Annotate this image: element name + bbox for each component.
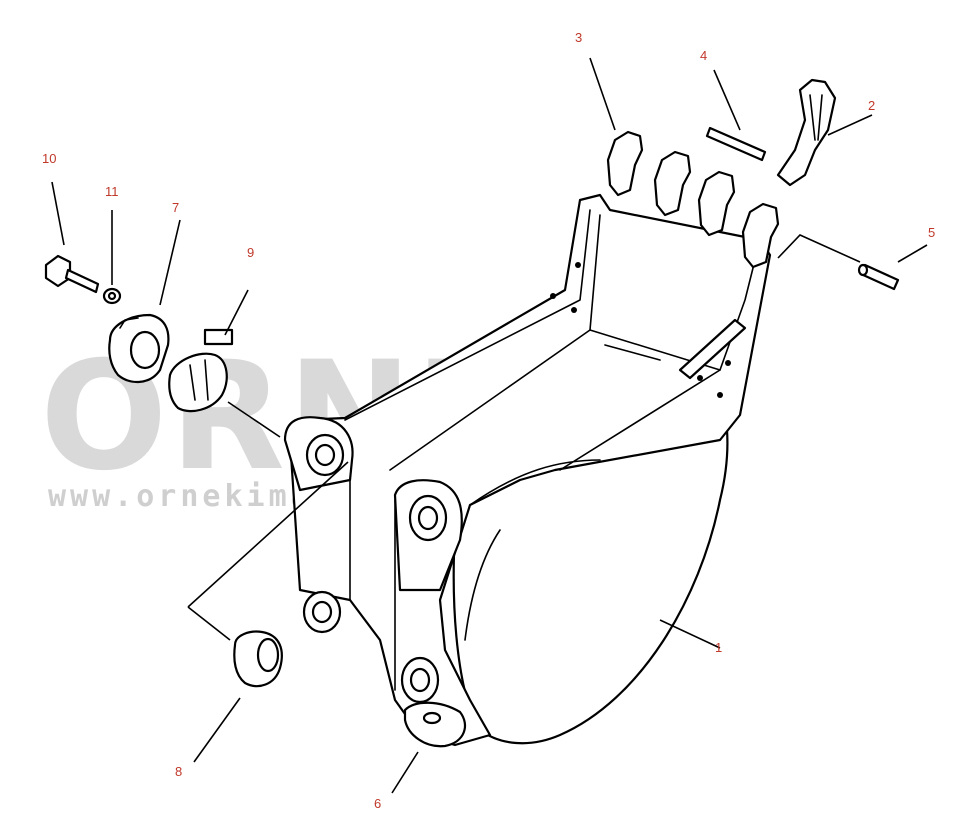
callout-6: 6 [374, 796, 381, 811]
retaining-pin [705, 126, 767, 162]
bolt [44, 254, 100, 294]
callout-11: 11 [105, 184, 119, 199]
bucket-teeth [606, 130, 780, 269]
assembly-lines [187, 234, 861, 641]
callout-2: 2 [868, 98, 875, 113]
bucket-lower-lug [403, 701, 467, 748]
callout-10: 10 [42, 151, 56, 166]
bushing [233, 630, 283, 688]
callout-9: 9 [247, 245, 254, 260]
callout-4: 4 [700, 48, 707, 63]
bucket-mount-bosses [283, 416, 463, 704]
callout-5: 5 [928, 225, 935, 240]
shim-plate [168, 328, 234, 413]
adjusting-collar [108, 313, 170, 383]
callout-7: 7 [172, 200, 179, 215]
callout-1: 1 [715, 640, 722, 655]
callout-8: 8 [175, 764, 182, 779]
side-cutter [776, 78, 837, 187]
callout-3: 3 [575, 30, 582, 45]
roll-pin [857, 263, 900, 291]
bucket-body [288, 193, 772, 747]
callout-labels: 1 2 3 4 5 6 7 8 9 10 11 [42, 30, 935, 811]
callout-leaders [51, 57, 928, 794]
washer [102, 287, 122, 305]
